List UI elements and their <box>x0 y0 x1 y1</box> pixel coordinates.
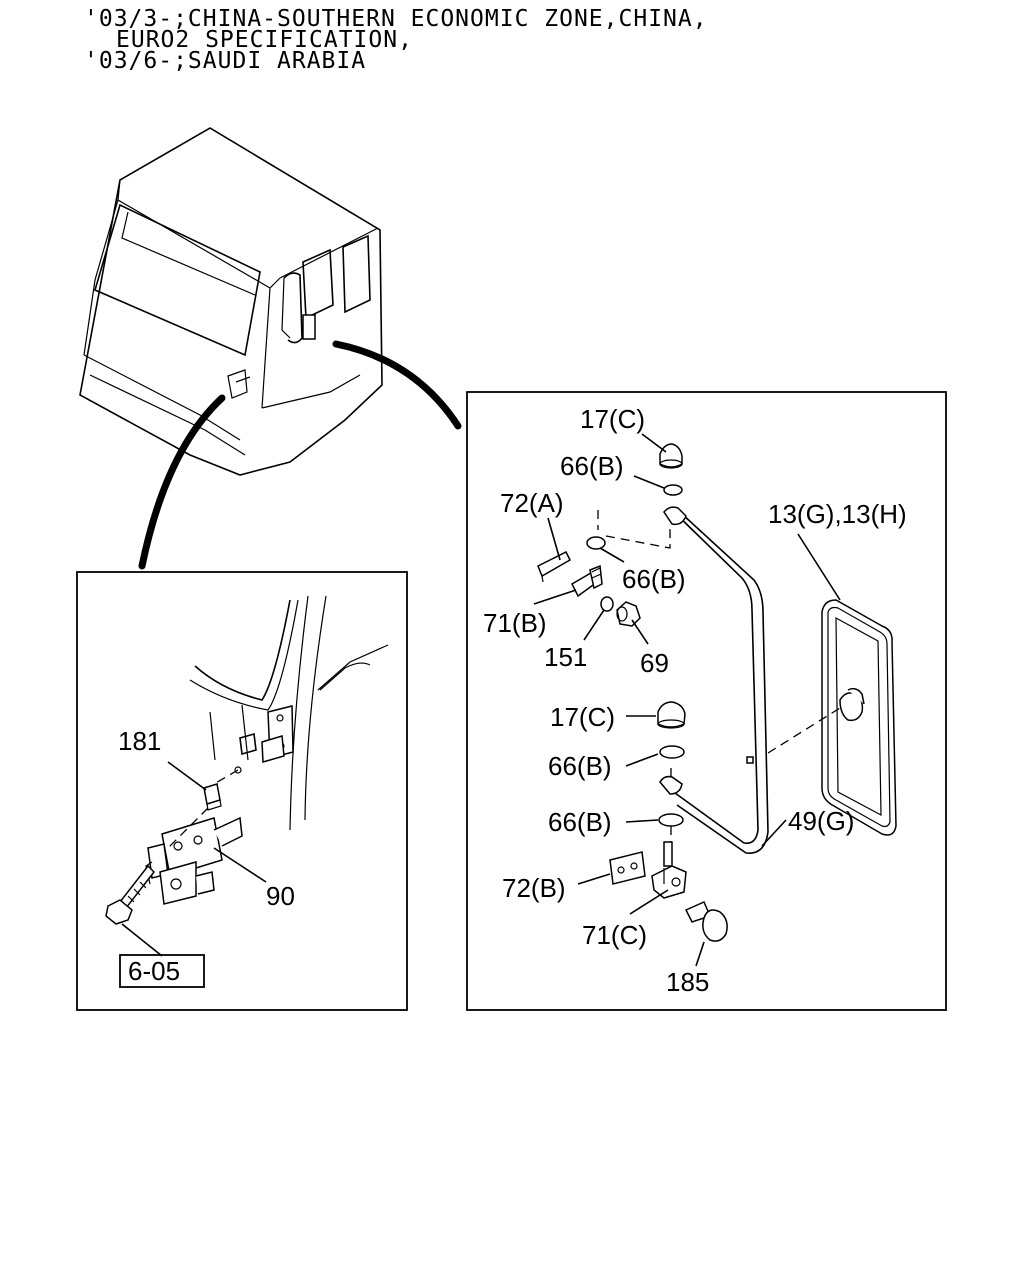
cap-nut-17c-top <box>659 443 683 469</box>
leader-66b-4 <box>625 819 659 823</box>
bracket-71b <box>571 564 603 598</box>
callout-71b: 71(B) <box>483 608 547 638</box>
callout-181: 181 <box>118 726 161 756</box>
leader-71b <box>533 589 577 605</box>
callout-185: 185 <box>666 967 709 997</box>
leader-72b <box>577 873 611 885</box>
washer-66b-2 <box>586 536 606 550</box>
washer-151 <box>600 596 614 612</box>
callout-66b-3: 66(B) <box>548 751 612 781</box>
leader-66b-3 <box>625 753 659 767</box>
leader-69 <box>631 619 649 645</box>
washer-66b-4 <box>658 813 684 827</box>
leader-66b-2 <box>599 547 625 563</box>
mirror-stay-49g <box>659 506 769 854</box>
right-dashline-bracket <box>597 510 671 549</box>
truck-cab-illustration <box>79 127 383 476</box>
callout-72b: 72(B) <box>502 873 566 903</box>
callout-66b-4: 66(B) <box>548 807 612 837</box>
plate-72a <box>537 550 571 583</box>
left-assembly-dashline <box>167 769 239 849</box>
callout-66b-2: 66(B) <box>622 564 686 594</box>
washer-66b-3 <box>659 745 685 759</box>
callout-72a: 72(A) <box>500 488 564 518</box>
nut-69 <box>616 601 641 627</box>
bolt-6-05 <box>105 864 155 925</box>
note-line-1: '03/3-;CHINA-SOUTHERN ECONOMIC ZONE,CHIN… <box>84 6 708 32</box>
callout-arc-left <box>138 394 226 570</box>
mirror-13 <box>821 599 897 836</box>
plate-72b <box>609 851 646 885</box>
callout-69: 69 <box>640 648 669 678</box>
leader-6-05 <box>121 923 163 957</box>
reference-box <box>119 954 205 988</box>
cap-nut-17c-mid <box>657 701 686 729</box>
callout-13gh: 13(G),13(H) <box>768 499 907 529</box>
washer-66b-1 <box>663 484 683 496</box>
callout-17c-mid: 17(C) <box>550 702 615 732</box>
left-panel-body-lines <box>189 595 389 831</box>
leader-66b-1 <box>633 475 665 489</box>
callout-17c-top: 17(C) <box>580 404 645 434</box>
right-detail-panel <box>466 391 947 1011</box>
leader-185 <box>695 941 705 967</box>
callout-151: 151 <box>544 642 587 672</box>
leader-13 <box>797 533 841 601</box>
clip-181 <box>203 783 222 811</box>
note-line-3: '03/6-;SAUDI ARABIA <box>84 48 366 74</box>
leader-151 <box>583 609 605 641</box>
callout-66b-1: 66(B) <box>560 451 624 481</box>
hinge-bracket-upper <box>261 705 294 763</box>
reference-6-05: 6-05 <box>128 956 180 986</box>
leader-71c <box>629 889 669 915</box>
note-line-2: EURO2 SPECIFICATION, <box>116 27 413 53</box>
leader-90 <box>213 847 267 883</box>
hinge-bracket-90 <box>145 816 243 905</box>
callout-49g: 49(G) <box>788 806 854 836</box>
left-detail-panel <box>76 571 408 1011</box>
bolt-185 <box>684 901 728 942</box>
leader-17c-top <box>641 433 667 453</box>
leader-72a <box>547 517 561 561</box>
callout-71c: 71(C) <box>582 920 647 950</box>
bracket-71c <box>651 841 687 899</box>
leader-49g <box>761 819 787 847</box>
callout-90: 90 <box>266 881 295 911</box>
leader-181 <box>167 761 207 791</box>
callout-arc-right <box>332 340 462 430</box>
